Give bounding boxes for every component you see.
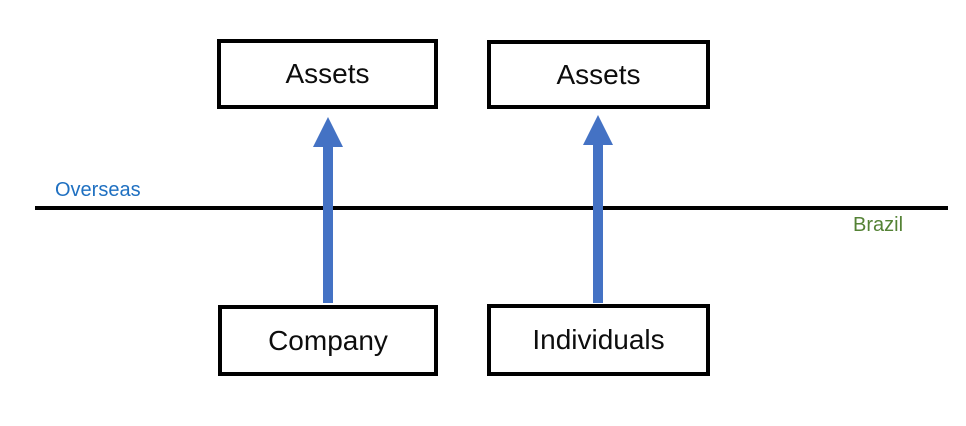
assets-box-left: Assets: [217, 39, 438, 109]
overseas-brazil-divider-line: [35, 206, 948, 210]
assets-box-right: Assets: [487, 40, 710, 109]
individuals-box-label: Individuals: [532, 324, 665, 355]
individuals-box: Individuals: [487, 304, 710, 376]
overseas-region-label: Overseas: [55, 179, 141, 201]
company-box-label: Company: [268, 324, 388, 356]
company-to-assets-arrow: [313, 117, 343, 303]
company-box: Company: [218, 305, 438, 376]
assets-box-right-label: Assets: [556, 58, 641, 90]
assets-box-left-label: Assets: [285, 58, 370, 89]
brazil-region-label: Brazil: [853, 214, 904, 236]
